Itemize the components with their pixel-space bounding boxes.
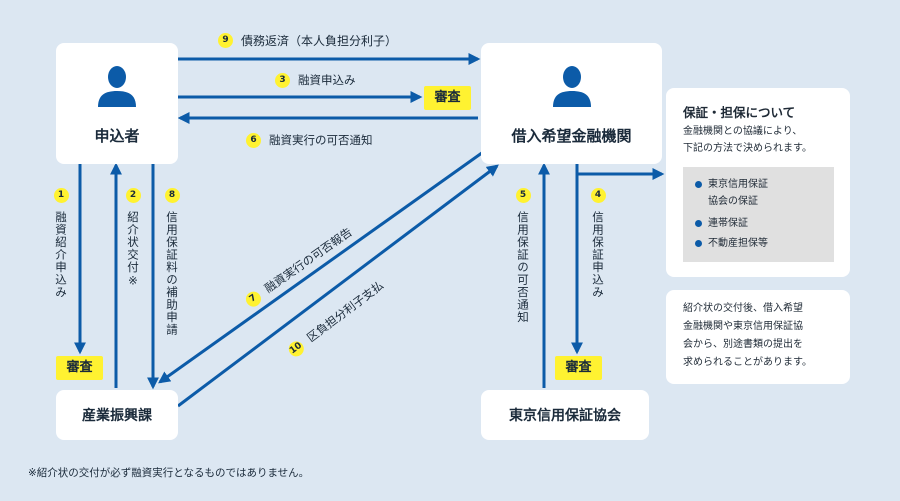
note-line-3: 会から、別途書類の提出を [683, 339, 803, 350]
bullet-icon [695, 240, 702, 247]
guarantee-box: 東京信用保証協会 [481, 390, 649, 440]
note-box: 紹介状の交付後、借入希望 金融機関や東京信用保証協 会から、別途書類の提出を 求… [666, 290, 850, 384]
method-item: 連帯保証 [695, 216, 748, 232]
step-8-number: 8 [164, 188, 180, 203]
step-6-number: 6 [246, 132, 261, 148]
arrow-10 [177, 164, 499, 408]
step-3-label: 3 融資申込み [275, 72, 356, 88]
review-tag-guarantee: 審査 [555, 356, 602, 380]
method-item: 東京信用保証 [695, 177, 768, 193]
step-4-number: 4 [590, 188, 606, 203]
method-text: 東京信用保証 [708, 179, 768, 190]
note-line-2: 金融機関や東京信用保証協 [683, 321, 803, 332]
method-item-continued: 協会の保証 [708, 194, 758, 210]
bullet-icon [695, 220, 702, 227]
step-2-number: 2 [125, 188, 141, 203]
step-5-number: 5 [515, 188, 531, 203]
method-item: 不動産担保等 [695, 236, 768, 252]
step-8-label: 8 信用保証料の補助申請 [164, 188, 180, 336]
bank-label: 借入希望金融機関 [511, 127, 632, 145]
applicant-label: 申込者 [94, 127, 140, 145]
step-1-text: 融資紹介申込み [54, 211, 68, 299]
person-icon [98, 66, 136, 107]
method-text: 協会の保証 [708, 196, 758, 207]
review-tag-applicant: 審査 [56, 356, 103, 380]
step-4-label: 4 信用保証申込み [590, 188, 606, 299]
step-2-text: 紹介状交付※ [126, 211, 140, 289]
bank-box: 借入希望金融機関 [481, 43, 662, 164]
method-text: 不動産担保等 [708, 238, 768, 249]
arrow-7 [158, 148, 487, 384]
step-9-label: 9 債務返済（本人負担分利子） [218, 32, 397, 49]
review-tag-bank: 審査 [424, 86, 471, 110]
footnote: ※紹介状の交付が必ず融資実行となるものではありません。 [28, 467, 310, 479]
step-5-text: 信用保証の可否通知 [516, 211, 530, 324]
step-2-label: 2 紹介状交付※ [125, 188, 141, 289]
step-6-label: 6 融資実行の可否通知 [246, 132, 373, 148]
note-line-1: 紹介状の交付後、借入希望 [683, 303, 803, 314]
step-3-text: 融資申込み [298, 73, 356, 87]
guarantee-methods-list: 東京信用保証 協会の保証 連帯保証 不動産担保等 [683, 167, 834, 262]
guarantee-info-box: 保証・担保について 金融機関との協議により、 下記の方法で決められます。 東京信… [666, 88, 850, 277]
step-9-number: 9 [218, 33, 233, 48]
info-line-2: 下記の方法で決められます。 [683, 143, 812, 154]
step-5-label: 5 信用保証の可否通知 [515, 188, 531, 324]
step-1-label: 1 融資紹介申込み [53, 188, 69, 299]
step-6-text: 融資実行の可否通知 [269, 133, 373, 147]
step-3-number: 3 [275, 72, 290, 88]
step-4-text: 信用保証申込み [591, 211, 605, 299]
guarantee-label: 東京信用保証協会 [509, 408, 621, 424]
step-1-number: 1 [53, 188, 69, 203]
step-8-text: 信用保証料の補助申請 [165, 211, 179, 336]
bullet-icon [695, 181, 702, 188]
note-line-4: 求められることがあります。 [683, 357, 812, 368]
method-text: 連帯保証 [708, 218, 748, 229]
applicant-box: 申込者 [56, 43, 178, 164]
person-icon [552, 66, 591, 107]
step-9-text: 債務返済（本人負担分利子） [241, 34, 398, 48]
info-line-1: 金融機関との協議により、 [683, 126, 803, 137]
industry-label: 産業振興課 [82, 408, 152, 424]
industry-box: 産業振興課 [56, 390, 178, 440]
info-title: 保証・担保について [683, 105, 796, 120]
